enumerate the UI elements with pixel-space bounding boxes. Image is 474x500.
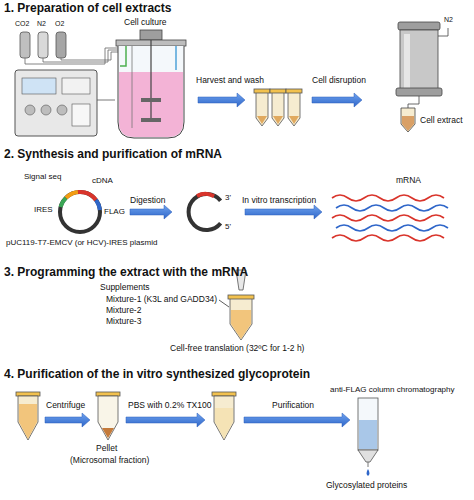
plasmid-name: pUC119-T7-EMCV (or HCV)-IRES plasmid: [6, 238, 157, 247]
section-heading: 1. Preparation of cell extracts: [4, 2, 171, 16]
figure-label: Cell extract: [420, 116, 463, 126]
harvest-tubes: [254, 89, 302, 126]
bioreactor-vessel: [116, 30, 186, 138]
figure-label: anti-FLAG column chromatography: [330, 385, 455, 394]
supplement-label: Supplements: [100, 283, 150, 293]
figure-label: Cell culture: [124, 18, 167, 28]
step-label: PBS with 0.2% TX100: [128, 401, 211, 411]
gas-label: N2: [37, 20, 46, 28]
figure-label: mRNA: [396, 176, 421, 186]
figure-label: Pellet: [96, 444, 117, 454]
gas-cylinders: [20, 32, 66, 58]
mrna-strands: [332, 195, 448, 241]
supplement-label: Mixture-2: [106, 306, 141, 316]
plasmid-part-label: Signal seq: [24, 172, 61, 181]
section-heading: 3. Programming the extract with the mRNA: [4, 266, 248, 280]
purification-tubes: [16, 392, 236, 440]
end-label: 5': [225, 222, 231, 231]
figure-label: Glycosylated proteins: [326, 481, 407, 491]
plasmid-part-label: FLAG: [104, 207, 125, 216]
plasmid-part-label: IRES: [34, 205, 53, 214]
plasmid: [60, 192, 100, 232]
gas-lines: [25, 48, 122, 64]
gas-label: O2: [55, 20, 64, 28]
linearized-plasmid: [189, 194, 221, 230]
step-label: Harvest and wash: [196, 76, 264, 86]
gas-label: N2: [444, 16, 453, 24]
section-heading: 2. Synthesis and purification of mRNA: [4, 148, 222, 162]
step-label: Cell-free translation (32ºC for 1-2 h): [170, 344, 304, 354]
step-label: Centrifuge: [46, 401, 85, 411]
controller: [15, 70, 115, 136]
plasmid-part-label: cDNA: [92, 176, 113, 185]
end-label: 3': [225, 193, 231, 202]
figure-label: (Microsomal fraction): [70, 456, 149, 466]
supplement-label: Mixture-3: [106, 317, 141, 327]
step-label: Digestion: [130, 196, 165, 206]
step-label: In vitro transcription: [242, 196, 316, 206]
anti-flag-column: [358, 398, 378, 476]
step-label: Purification: [272, 401, 314, 411]
section-heading: 4. Purification of the in vitro synthesi…: [4, 368, 310, 382]
step-label: Cell disruption: [312, 76, 366, 86]
supplement-label: Mixture-1 (K3L and GADD34): [106, 295, 217, 305]
gas-label: CO2: [15, 20, 29, 28]
translation-tube: [219, 270, 254, 340]
